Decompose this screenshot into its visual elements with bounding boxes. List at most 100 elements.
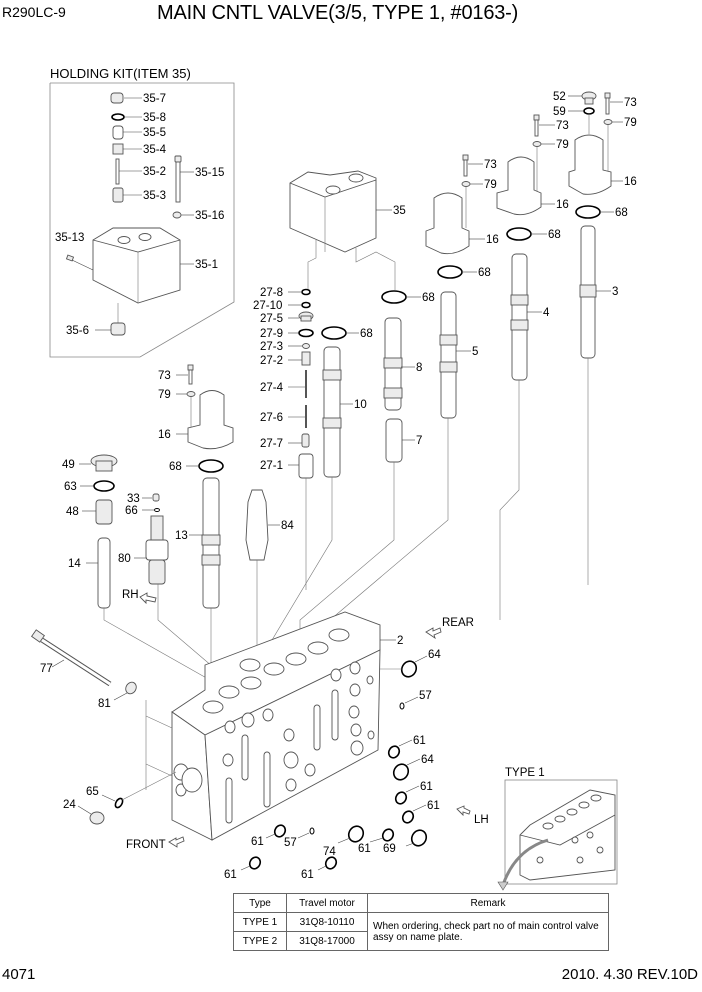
callout-35-3: 35-3 [143, 190, 166, 202]
callout-68: 68 [548, 229, 561, 241]
callout-52: 52 [553, 91, 566, 103]
travel-motor-table: Type Travel motor Remark TYPE 1 31Q8-101… [233, 893, 609, 951]
relief-components: 49 63 48 14 33 66 80 84 [62, 454, 294, 691]
callout-spool-10: 10 [354, 399, 367, 411]
direction-front: FRONT [126, 836, 185, 851]
front-arrow-icon [168, 836, 185, 848]
callout-63: 63 [64, 481, 77, 493]
part-35-3: 35-3 [112, 187, 166, 203]
callout-68: 68 [422, 292, 435, 304]
holding-kit-frame [49, 82, 235, 358]
callout-73: 73 [158, 370, 171, 382]
callout-61: 61 [224, 869, 237, 881]
callout-61: 61 [358, 843, 371, 855]
table-header-travel-motor: Travel motor [286, 893, 368, 913]
callout-61: 61 [420, 781, 433, 793]
callout-spool-3: 3 [612, 286, 618, 298]
callout-68: 68 [478, 267, 491, 279]
direction-rh: RH [122, 589, 157, 605]
holding-kit-panel: HOLDING KIT(ITEM 35) 35-7 35-8 35-5 35-4… [49, 66, 235, 358]
callout-spool-4: 4 [543, 307, 550, 319]
callout-73: 73 [556, 120, 569, 132]
part-35-1: 35-1 [92, 227, 218, 304]
direction-label-front: FRONT [126, 839, 166, 851]
cell-travel-motor: 31Q8-17000 [286, 931, 368, 951]
solenoid-group-left: 73 79 16 [158, 364, 234, 450]
callout-35-2: 35-2 [143, 166, 166, 178]
callout-35-6: 35-6 [66, 325, 89, 337]
callout-61: 61 [413, 735, 426, 747]
callout-81: 81 [98, 698, 111, 710]
callout-35-13: 35-13 [55, 232, 84, 244]
page-number: 4071 [2, 966, 36, 983]
callout-61: 61 [251, 836, 264, 848]
callout-16: 16 [486, 234, 499, 246]
callout-48: 48 [66, 506, 79, 518]
table-header-type: Type [233, 893, 287, 913]
type1-inset: TYPE 1 [497, 767, 618, 891]
part-35-7: 35-7 [110, 92, 166, 105]
o-rings-68: 68 68 68 68 68 68 [169, 205, 628, 473]
part-35-15: 35-15 [174, 155, 224, 203]
inset-title: TYPE 1 [505, 767, 545, 779]
part-35-16: 35-16 [172, 210, 224, 222]
part-35-13: 35-13 [55, 232, 94, 271]
page-title: MAIN CNTL VALVE(3/5, TYPE 1, #0163-) [157, 2, 519, 24]
callout-68: 68 [169, 461, 182, 473]
plug-24: 24 [63, 799, 105, 825]
callout-84: 84 [281, 520, 294, 532]
callout-79: 79 [556, 139, 569, 151]
callout-27-9: 27-9 [260, 328, 283, 340]
solenoid-group-right: 52 59 73 79 16 73 79 16 73 79 [425, 91, 637, 255]
lh-arrow-icon [456, 805, 471, 817]
spools: 3 4 5 8 7 10 13 [175, 225, 618, 700]
callout-27-3: 27-3 [260, 341, 283, 353]
callout-80: 80 [118, 553, 131, 565]
table-row: TYPE 2 31Q8-17000 [233, 931, 609, 951]
callout-16: 16 [624, 176, 637, 188]
callout-79: 79 [158, 389, 171, 401]
callout-16: 16 [158, 429, 171, 441]
callout-77: 77 [40, 663, 53, 675]
bolt-77: 77 [30, 629, 112, 687]
holding-kit-title: HOLDING KIT(ITEM 35) [50, 66, 191, 81]
callout-35: 35 [393, 205, 406, 217]
down-arrow-icon [497, 881, 509, 891]
callout-27-2: 27-2 [260, 355, 283, 367]
callout-spool-13: 13 [175, 530, 188, 542]
part-35-6: 35-6 [66, 303, 126, 337]
seal-65: 65 [86, 771, 177, 809]
direction-label-rear: REAR [442, 617, 474, 629]
top-ports [202, 628, 350, 714]
callout-35-8: 35-8 [143, 112, 166, 124]
cell-travel-motor: 31Q8-10110 [286, 912, 368, 932]
direction-label-rh: RH [122, 589, 139, 601]
direction-lh: LH [456, 805, 489, 826]
callout-27-10: 27-10 [253, 300, 282, 312]
cell-remark: When ordering, check part no of main con… [367, 912, 609, 951]
rear-arrow-icon [425, 627, 442, 640]
callout-16: 16 [556, 199, 569, 211]
part-35-5: 35-5 [112, 125, 166, 140]
callout-35-7: 35-7 [143, 93, 166, 105]
part-35-holding-block: 35 [289, 170, 406, 290]
callout-33: 33 [127, 493, 140, 505]
cell-type: TYPE 1 [233, 912, 287, 932]
callout-73: 73 [484, 159, 497, 171]
callout-64: 64 [421, 754, 434, 766]
callout-66: 66 [125, 505, 138, 517]
callout-79: 79 [624, 117, 637, 129]
table-row: TYPE 1 31Q8-10110 When ordering, check p… [233, 912, 609, 951]
callout-61: 61 [427, 800, 440, 812]
part-35-8: 35-8 [111, 112, 166, 124]
callout-79: 79 [484, 179, 497, 191]
callout-27-8: 27-8 [260, 287, 283, 299]
callout-49: 49 [62, 459, 75, 471]
callout-27-1: 27-1 [260, 460, 283, 472]
callout-27-4: 27-4 [260, 382, 284, 394]
callout-68: 68 [360, 328, 373, 340]
part-35-2: 35-2 [115, 158, 166, 185]
callout-2: 2 [397, 635, 403, 647]
callout-73: 73 [624, 97, 637, 109]
